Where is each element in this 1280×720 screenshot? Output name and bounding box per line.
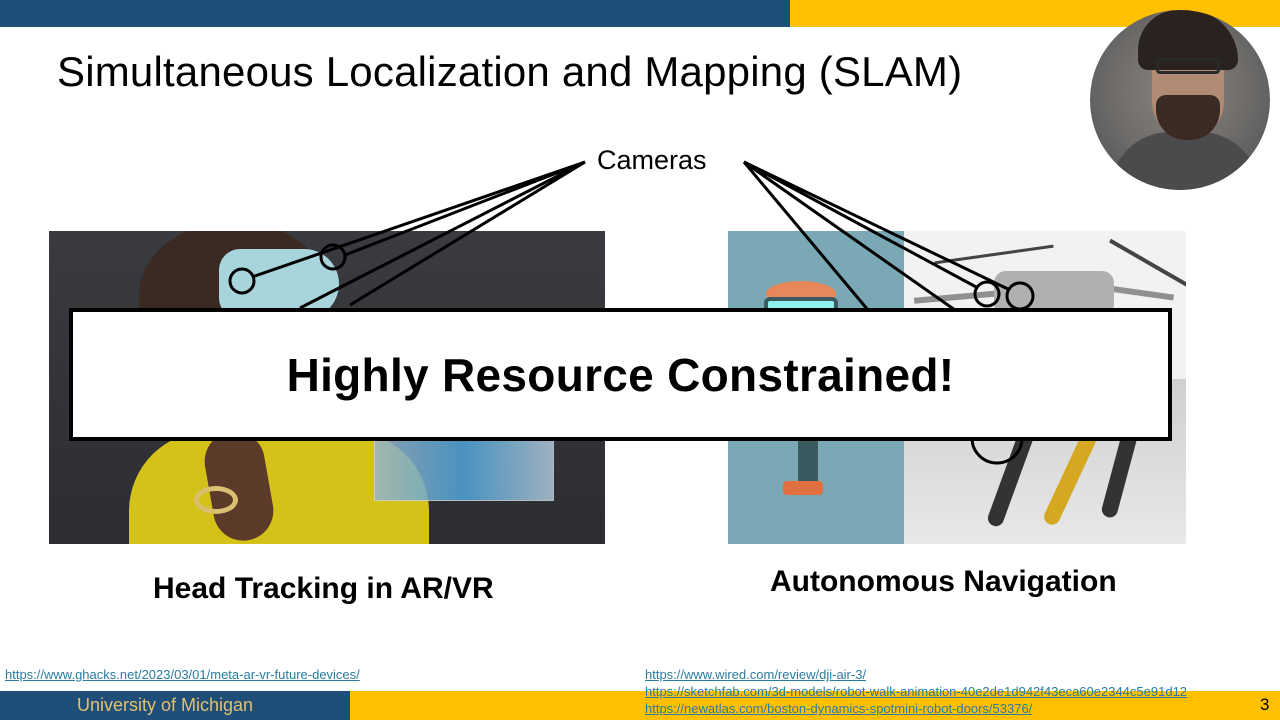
webcam-glasses: [1156, 58, 1220, 74]
slide-title: Simultaneous Localization and Mapping (S…: [57, 48, 963, 95]
webcam-hoodie: [1110, 132, 1260, 190]
header-bar-blue: [0, 0, 790, 27]
source-link-newatlas[interactable]: https://newatlas.com/boston-dynamics-spo…: [645, 701, 1033, 716]
footer-university: University of Michigan: [77, 695, 254, 715]
slide-number: 3: [1260, 695, 1270, 714]
footer-bar-blue: [0, 691, 350, 720]
robot-foot: [783, 481, 823, 495]
image-virtual-panel: [374, 436, 554, 501]
cameras-label: Cameras: [597, 145, 707, 175]
footer-bar-gold: [350, 691, 1280, 720]
image-bangle: [194, 486, 238, 514]
webcam-beard: [1156, 95, 1220, 140]
drone-propeller-right: [1109, 238, 1186, 288]
banner-text: Highly Resource Constrained!: [286, 348, 955, 401]
source-link-wired[interactable]: https://www.wired.com/review/dji-air-3/: [645, 667, 867, 682]
drone-propeller-left: [934, 244, 1054, 265]
caption-ar-vr: Head Tracking in AR/VR: [153, 572, 494, 605]
resource-constrained-banner: Highly Resource Constrained!: [69, 308, 1172, 441]
source-link-sketchfab[interactable]: https://sketchfab.com/3d-models/robot-wa…: [645, 684, 1188, 699]
robot-leg: [798, 441, 818, 491]
caption-autonomous-navigation: Autonomous Navigation: [770, 565, 1117, 598]
source-link-ghacks[interactable]: https://www.ghacks.net/2023/03/01/meta-a…: [5, 667, 360, 682]
presenter-webcam: [1090, 10, 1270, 190]
